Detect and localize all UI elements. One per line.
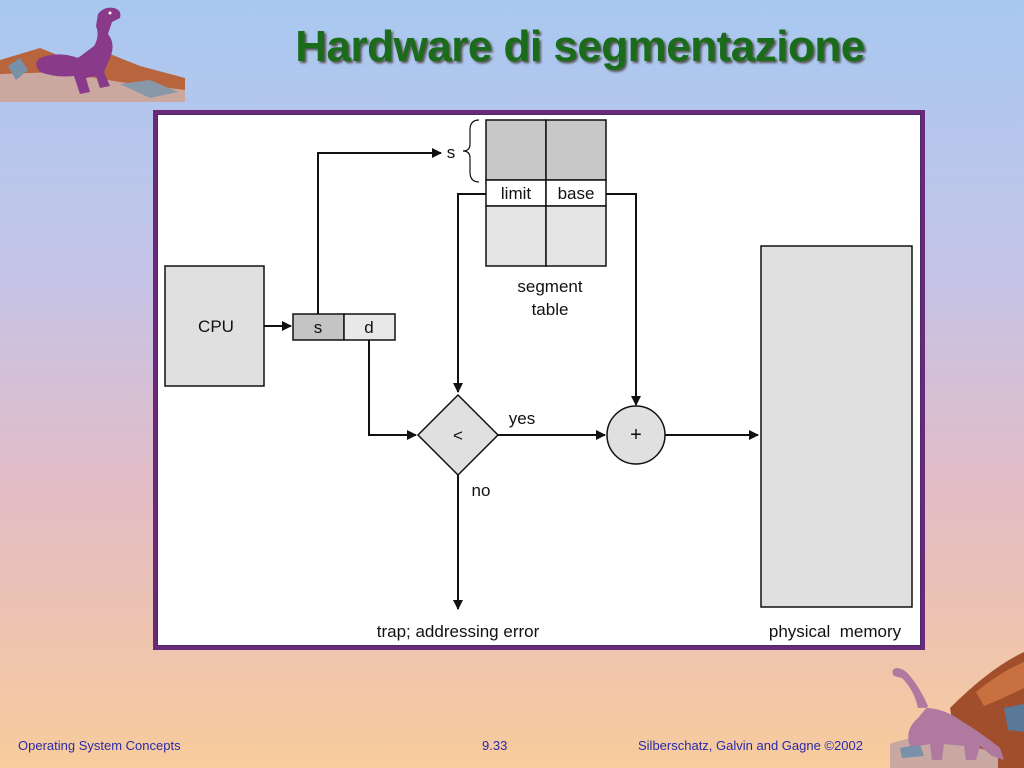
footer-course-title: Operating System Concepts bbox=[18, 738, 181, 753]
address-d-field bbox=[343, 313, 396, 341]
base-label: base bbox=[558, 184, 595, 203]
footer-page-number: 9.33 bbox=[482, 738, 508, 753]
table-index-brace bbox=[462, 119, 480, 183]
physical-memory-box bbox=[760, 245, 913, 608]
slide-title: Hardware di segmentazione bbox=[295, 22, 865, 71]
cpu-label: CPU bbox=[198, 317, 234, 336]
segment-table-caption-line2: table bbox=[532, 300, 569, 319]
s-to-table-arrow bbox=[317, 148, 442, 314]
table-index-label: s bbox=[447, 143, 456, 162]
compare-label: < bbox=[453, 426, 463, 445]
segment-table-caption-line1: segment bbox=[517, 277, 582, 296]
no-label: no bbox=[472, 481, 491, 500]
adder-label: + bbox=[630, 424, 642, 446]
base-to-adder-arrow bbox=[606, 193, 641, 406]
cpu-box: CPU bbox=[164, 265, 265, 387]
limit-to-compare-arrow bbox=[453, 193, 486, 393]
address-d-label: d bbox=[364, 318, 373, 337]
dinosaur-bottom-right-illustration bbox=[890, 652, 1024, 768]
logical-address: s d bbox=[292, 313, 396, 341]
limit-label: limit bbox=[501, 184, 531, 203]
physical-memory-label: physical memory bbox=[769, 622, 902, 641]
footer-copyright: Silberschatz, Galvin and Gagne ©2002 bbox=[638, 738, 863, 753]
trap-label: trap; addressing error bbox=[377, 622, 540, 641]
yes-label: yes bbox=[509, 409, 535, 428]
d-to-compare-arrow bbox=[368, 340, 417, 440]
adder-circle: + bbox=[606, 405, 666, 465]
address-s-label: s bbox=[314, 318, 323, 337]
address-s-field bbox=[292, 313, 345, 341]
segment-table: limit base bbox=[485, 119, 607, 267]
compare-diamond: < bbox=[416, 393, 500, 477]
dinosaur-top-left-illustration bbox=[0, 7, 185, 102]
